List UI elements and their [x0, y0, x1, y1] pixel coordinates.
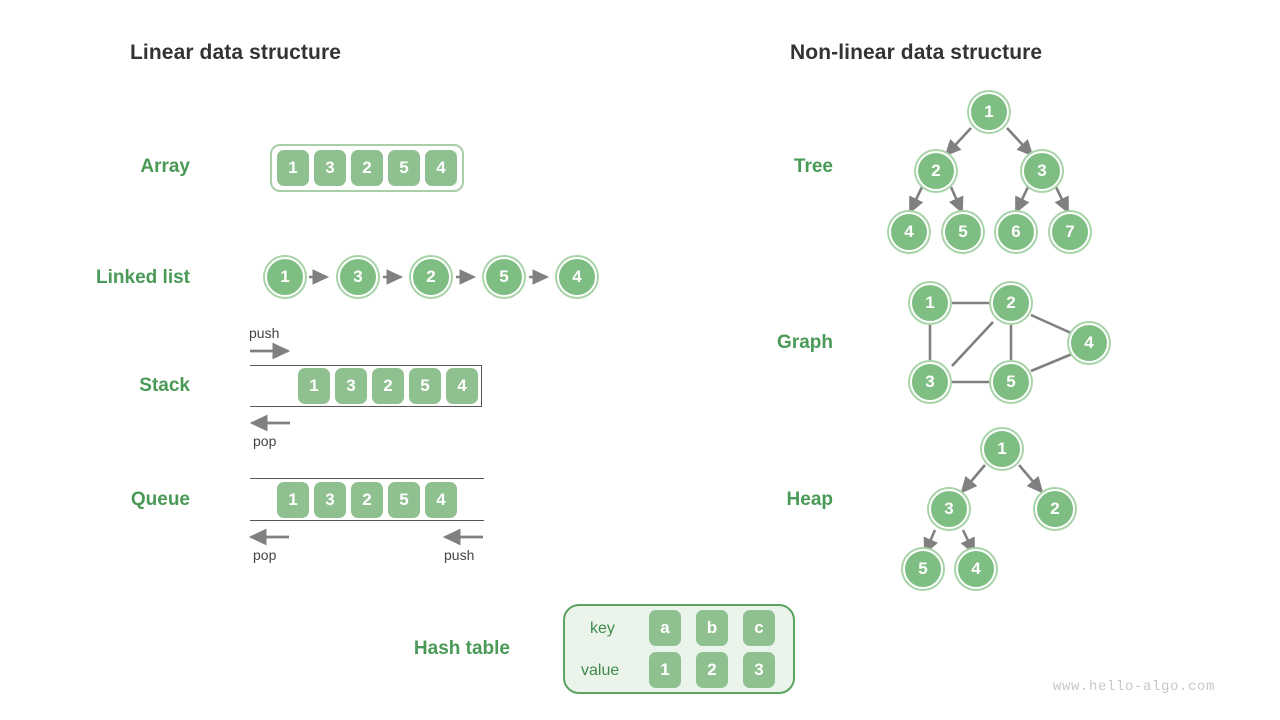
graph-node: 3	[910, 362, 950, 402]
tree-node: 2	[916, 151, 956, 191]
tree-node: 1	[969, 92, 1009, 132]
array-cell: 4	[425, 150, 457, 186]
stack-cell: 5	[409, 368, 441, 404]
array-cell: 2	[351, 150, 383, 186]
hash-key-label: key	[590, 620, 615, 637]
heap-node: 1	[982, 429, 1022, 469]
queue-label: Queue	[130, 489, 190, 510]
linked-list-node: 2	[411, 257, 451, 297]
heap-node: 5	[903, 549, 943, 589]
array-structure: 1 3 2 5 4	[270, 144, 464, 192]
heap-label: Heap	[786, 489, 833, 510]
tree-node: 7	[1050, 212, 1090, 252]
stack-cell: 3	[335, 368, 367, 404]
linear-column-heading: Linear data structure	[130, 41, 341, 64]
graph-node: 2	[991, 283, 1031, 323]
queue-cell: 4	[425, 481, 457, 518]
tree-node: 5	[943, 212, 983, 252]
array-cell: 3	[314, 150, 346, 186]
stack-pop-label: pop	[253, 433, 277, 449]
hash-value-cell: 2	[696, 652, 728, 688]
heap-node: 2	[1035, 489, 1075, 529]
stack-container: 1 3 2 5 4	[250, 365, 482, 407]
nonlinear-column-heading: Non-linear data structure	[790, 41, 1043, 64]
stack-label: Stack	[139, 375, 190, 396]
graph-node: 1	[910, 283, 950, 323]
stack-cell: 1	[298, 368, 330, 404]
queue-cell: 2	[351, 481, 383, 518]
linked-list-node: 3	[338, 257, 378, 297]
linked-list-node: 1	[265, 257, 305, 297]
tree-node: 6	[996, 212, 1036, 252]
queue-cell: 3	[314, 481, 346, 518]
tree-node: 4	[889, 212, 929, 252]
stack-push-label: push	[249, 325, 280, 341]
queue-push-label: push	[444, 547, 475, 563]
queue-container: 1 3 2 5 4	[250, 478, 484, 521]
heap-node: 3	[929, 489, 969, 529]
heap-node: 4	[956, 549, 996, 589]
queue-cell: 5	[388, 481, 420, 518]
linked-list-node: 5	[484, 257, 524, 297]
hash-value-cell: 1	[649, 652, 681, 688]
graph-node: 4	[1069, 323, 1109, 363]
array-cells: 1 3 2 5 4	[277, 150, 457, 186]
tree-node: 3	[1022, 151, 1062, 191]
queue-cells: 1 3 2 5 4	[277, 481, 457, 518]
hash-key-cell: c	[743, 610, 775, 646]
hash-value-label: value	[581, 662, 620, 679]
tree-label: Tree	[793, 156, 833, 177]
hash-key-cell: a	[649, 610, 681, 646]
hash-table-label: Hash table	[413, 638, 510, 659]
linked-list-label: Linked list	[96, 267, 190, 288]
graph-label: Graph	[777, 332, 833, 353]
stack-cells: 1 3 2 5 4	[298, 368, 478, 404]
hash-key-cell: b	[696, 610, 728, 646]
array-cell: 5	[388, 150, 420, 186]
stack-cell: 2	[372, 368, 404, 404]
stack-cell: 4	[446, 368, 478, 404]
queue-cell: 1	[277, 481, 309, 518]
graph-node: 5	[991, 362, 1031, 402]
queue-pop-label: pop	[253, 547, 277, 563]
hash-value-cell: 3	[743, 652, 775, 688]
array-label: Array	[140, 156, 190, 177]
linked-list-node: 4	[557, 257, 597, 297]
site-watermark: www.hello-algo.com	[1053, 679, 1216, 695]
array-cell: 1	[277, 150, 309, 186]
